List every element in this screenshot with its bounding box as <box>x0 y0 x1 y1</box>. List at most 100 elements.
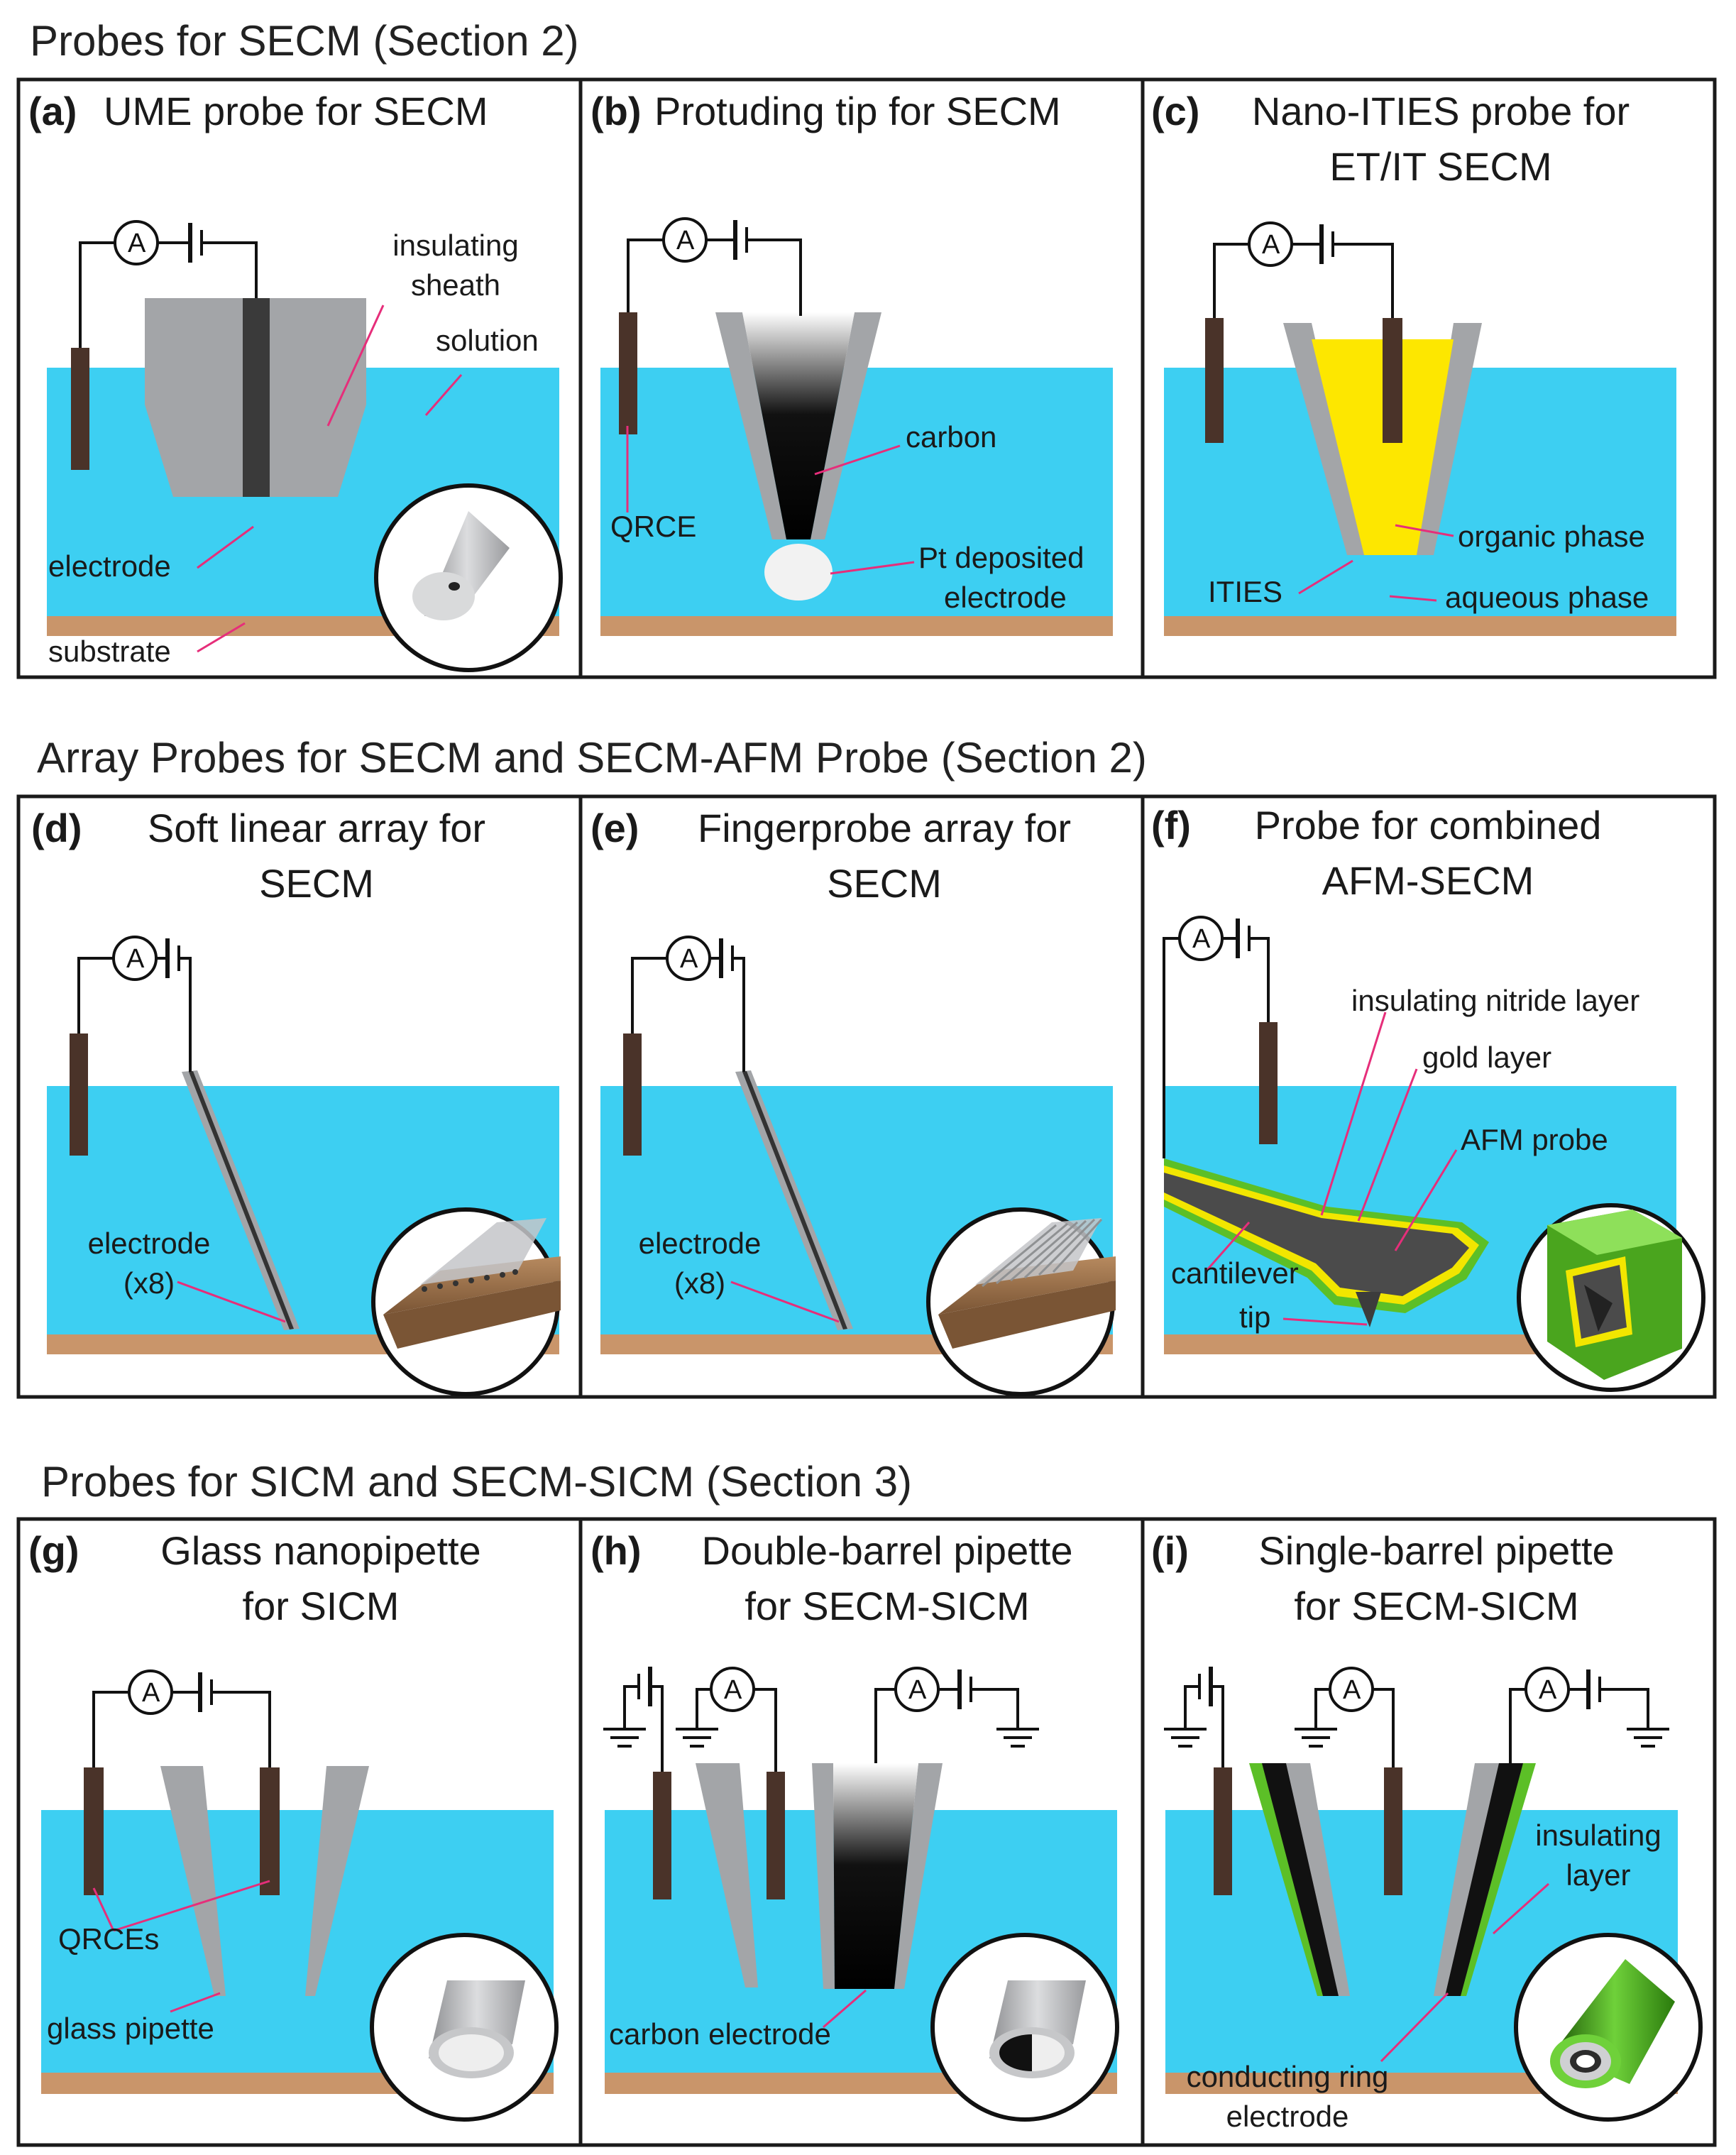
panel-g-title-line2: for SICM <box>243 1584 400 1628</box>
panel-i-letter: (i) <box>1151 1528 1189 1573</box>
glass-barrel-left <box>696 1763 758 1987</box>
circuit-2 <box>1295 1667 1395 1767</box>
glass-wall-left <box>1283 323 1364 555</box>
panel-c-title-line2: ET/IT SECM <box>1329 144 1551 189</box>
glass-wall-right <box>811 312 881 539</box>
magnified-tip-inset <box>930 1933 1119 2122</box>
glass-wall-left <box>715 312 786 539</box>
panel-b: A <box>600 217 1113 636</box>
glass-barrel-right-outer-left <box>812 1763 835 1989</box>
ammeter-icon: A <box>1343 1675 1361 1705</box>
panel-c: A <box>1164 221 1676 636</box>
section-title-1: Probes for SECM (Section 2) <box>30 17 579 65</box>
circuit <box>1163 916 1270 1158</box>
panel-g: A <box>41 1669 559 2122</box>
panel-h-title-line1: Double-barrel pipette <box>702 1528 1073 1573</box>
glass-right <box>1434 1763 1499 1996</box>
qrce <box>1205 318 1224 443</box>
label-ities: ITIES <box>1208 575 1282 608</box>
qrce-1 <box>1214 1767 1232 1895</box>
ring-electrode-left <box>1262 1763 1341 1996</box>
panel-g-title-line1: Glass nanopipette <box>160 1528 480 1573</box>
label-glass-pipette: glass pipette <box>47 2012 214 2045</box>
label-insulating-nitride: insulating nitride layer <box>1351 984 1639 1017</box>
label-solution: solution <box>436 324 539 357</box>
label-gold-layer: gold layer <box>1422 1041 1551 1074</box>
glass-pipette-right <box>305 1766 369 1996</box>
cantilever <box>1164 1173 1469 1296</box>
magnified-tip-inset <box>371 1207 561 1396</box>
ammeter-icon: A <box>1262 230 1280 260</box>
magnified-tip-inset <box>374 483 563 672</box>
carbon-fill <box>742 312 855 539</box>
label-x8-d: (x8) <box>123 1266 175 1300</box>
label-sheath: sheath <box>411 268 500 302</box>
label-electrode-e: electrode <box>639 1227 762 1260</box>
label-pt-deposited: Pt deposited <box>918 541 1084 574</box>
organic-phase <box>1312 339 1454 555</box>
circuit <box>627 217 802 316</box>
circuit <box>631 936 745 1072</box>
panel-e-title-line1: Fingerprobe array for <box>698 806 1071 850</box>
label-carbon: carbon <box>906 420 996 454</box>
label-aqueous-phase: aqueous phase <box>1445 581 1649 614</box>
circuit-2 <box>676 1667 777 1772</box>
panel-c-title-line1: Nano-ITIES probe for <box>1252 89 1630 133</box>
section-title-2: Array Probes for SECM and SECM-AFM Probe… <box>37 734 1147 782</box>
panel-f-title-line1: Probe for combined <box>1255 803 1602 848</box>
panel-d-title-line2: SECM <box>259 861 374 906</box>
label-conducting-ring: conducting ring <box>1187 2060 1389 2093</box>
label-afm-probe: AFM probe <box>1461 1123 1608 1156</box>
panel-f-title-line2: AFM-SECM <box>1322 858 1534 903</box>
leader-d <box>177 1281 286 1323</box>
qrce <box>70 1033 88 1156</box>
glass-left <box>1286 1763 1350 1996</box>
qrce-1 <box>653 1772 671 1899</box>
panel-d: A <box>47 936 561 1396</box>
electrode-wire <box>1383 318 1402 443</box>
panel-g-letter: (g) <box>28 1528 79 1573</box>
glass-wall-right <box>1417 323 1482 555</box>
label-insulating: insulating <box>392 229 518 262</box>
panel-e-title-line2: SECM <box>827 861 942 906</box>
glass-pipette-left <box>160 1766 226 1996</box>
array-electrode-line <box>742 1071 847 1329</box>
label-insulating-i: insulating <box>1535 1819 1661 1852</box>
circuit-3 <box>1509 1667 1669 1763</box>
panel-a-title: UME probe for SECM <box>104 89 488 133</box>
circuit <box>79 220 258 348</box>
circuit <box>1213 221 1394 318</box>
qrce-right <box>260 1767 280 1895</box>
leaders-f <box>1205 1011 1458 1326</box>
panel-d-title-line1: Soft linear array for <box>148 806 485 850</box>
afm-tip <box>1356 1292 1381 1327</box>
panel-h-letter: (h) <box>590 1528 642 1573</box>
qrce <box>71 348 89 470</box>
carbon-electrode <box>833 1763 918 1989</box>
ammeter-icon: A <box>908 1675 927 1705</box>
label-electrode-d: electrode <box>88 1227 211 1260</box>
magnified-tip-inset <box>1514 1933 1703 2122</box>
qrce-2 <box>767 1772 785 1899</box>
panel-h-title-line2: for SECM-SICM <box>745 1584 1029 1628</box>
ring-electrode-right <box>1442 1763 1523 1996</box>
substrate <box>1164 616 1676 636</box>
panel-e-letter: (e) <box>590 806 639 850</box>
panel-a-letter: (a) <box>28 89 77 133</box>
label-pt-electrode: electrode <box>944 581 1067 614</box>
panel-i: A A <box>1164 1667 1703 2122</box>
array-electrode-line <box>189 1071 294 1329</box>
ammeter-icon: A <box>1539 1675 1557 1705</box>
electrode-wire <box>243 298 270 497</box>
circuit <box>77 936 192 1072</box>
row1-frame <box>16 77 1717 679</box>
magnified-tip-inset <box>370 1933 559 2122</box>
qrce <box>619 312 637 434</box>
label-x8-e: (x8) <box>674 1266 725 1300</box>
panel-i-title-line1: Single-barrel pipette <box>1258 1528 1614 1573</box>
leaders-a <box>197 305 463 653</box>
label-carbon-electrode: carbon electrode <box>609 2017 831 2051</box>
qrce-2 <box>1384 1767 1402 1895</box>
row2-frame <box>16 794 1717 1399</box>
